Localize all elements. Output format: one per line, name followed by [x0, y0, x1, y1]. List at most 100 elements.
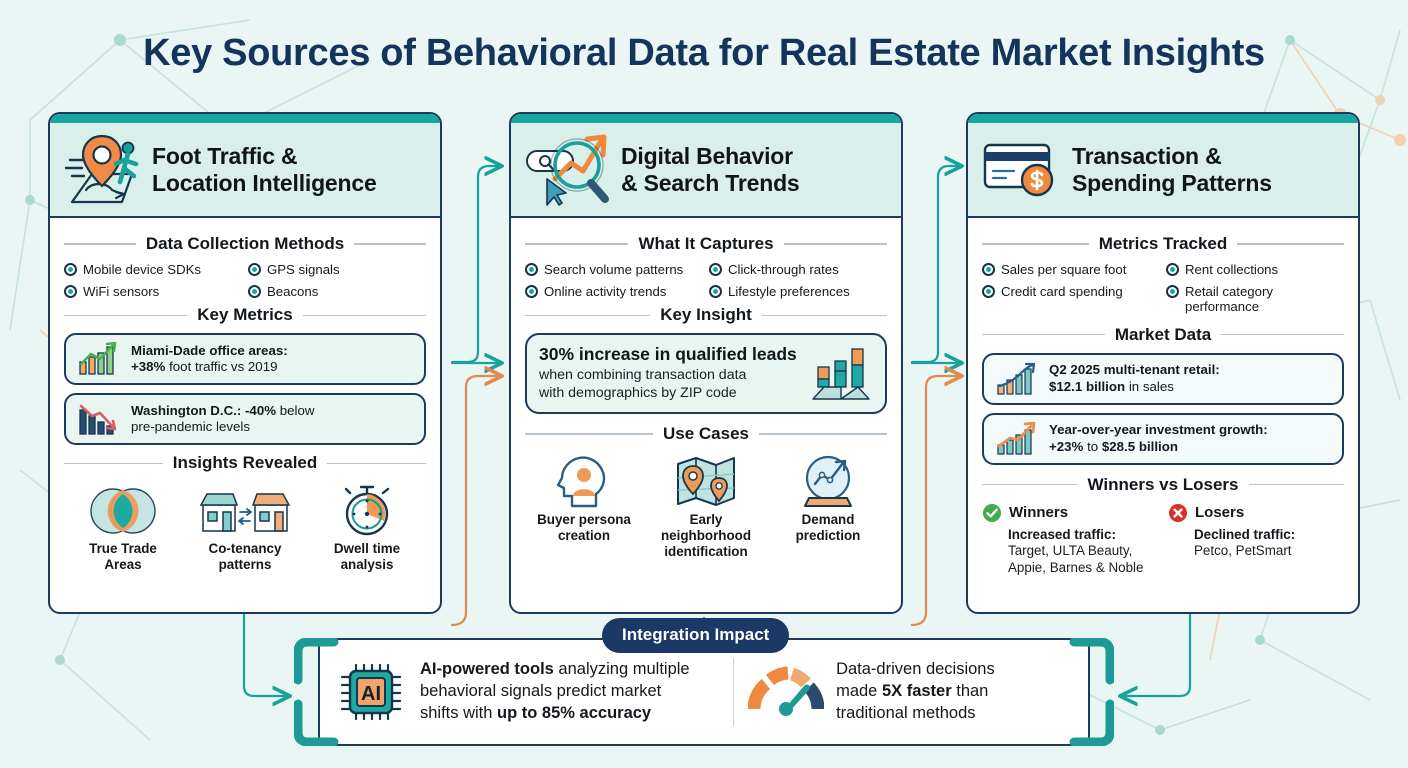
card-topbar: [511, 114, 901, 123]
card-title-line2: Location Intelligence: [152, 169, 377, 196]
map-pins-icon: [647, 452, 765, 508]
section-insights-revealed: Insights Revealed: [64, 453, 426, 473]
list-item-label: Lifestyle preferences: [728, 284, 850, 300]
key-insight-sub: when combining transaction data with dem…: [539, 367, 747, 402]
card-transaction-spending: Transaction & Spending Patterns Metrics …: [966, 112, 1360, 614]
losers-names: Petco, PetSmart: [1194, 543, 1292, 559]
section-what-it-captures: What It Captures: [525, 234, 887, 254]
metric-label: Q2 2025 multi-tenant retail:: [1049, 361, 1220, 377]
rule-right: [302, 314, 426, 317]
metric-label: Year-over-year investment growth:: [1049, 421, 1268, 437]
card-header-digital-behavior: Digital Behavior & Search Trends: [511, 123, 901, 218]
list-item-label: Click-through rates: [728, 262, 839, 277]
section-title: Data Collection Methods: [145, 234, 345, 253]
metric-card-q2-2025: Q2 2025 multi-tenant retail: $12.1 billi…: [982, 352, 1344, 405]
section-title: Market Data: [1114, 324, 1212, 344]
insight-co-tenancy-patterns: Co-tenancy patterns: [186, 481, 304, 573]
winners-header: Winners: [982, 503, 1158, 523]
list-item: Mobile device SDKs: [64, 262, 242, 277]
use-case-demand-prediction: Demand prediction: [769, 452, 887, 560]
location-pin-walking-icon: [64, 134, 142, 206]
section-title: Key Metrics: [197, 305, 293, 325]
bracket-left-decoration: [294, 638, 339, 746]
bullet-dot-icon: [248, 263, 261, 276]
credit-card-dollar-icon: [982, 138, 1062, 202]
accuracy-bold: up to 85% accuracy: [497, 703, 652, 722]
bullet-dot-icon: [248, 285, 261, 299]
rule-left: [64, 462, 163, 465]
card-body-foot-traffic: Data Collection Methods Mobile device SD…: [50, 218, 440, 584]
insight-dwell-time-analysis: Dwell time analysis: [308, 481, 426, 573]
ai-chip-icon: AI: [334, 655, 408, 729]
list-item: Beacons: [248, 284, 426, 299]
insight-label: True Trade Areas: [89, 541, 157, 573]
rule-left: [982, 243, 1089, 245]
key-insight-text: 30% increase in qualified leads when com…: [539, 344, 803, 403]
card-title-transaction: Transaction & Spending Patterns: [1072, 143, 1272, 197]
bar-chart-down-red-icon: [78, 402, 120, 436]
head-persona-icon: [525, 452, 643, 508]
vertical-divider: [732, 658, 735, 726]
card-body-digital-behavior: What It Captures Search volume patterns …: [511, 218, 901, 570]
card-title-line1: Digital Behavior: [621, 142, 793, 169]
list-item-label: Online activity trends: [544, 284, 667, 300]
section-title: Winners vs Losers: [1087, 474, 1239, 494]
bar-chart-up-green-icon: [78, 342, 120, 376]
metric-text-q2-2025: Q2 2025 multi-tenant retail: $12.1 billi…: [1049, 362, 1220, 395]
rule-left: [525, 433, 653, 435]
rule-right: [761, 314, 887, 317]
metric-text-miami-dade: Miami-Dade office areas: +38% foot traff…: [131, 343, 288, 376]
bracket-right-decoration: [1069, 638, 1114, 746]
list-item: WiFi sensors: [64, 284, 242, 299]
rule-right: [1248, 483, 1344, 486]
rule-left: [525, 314, 651, 317]
bar-chart-demographics-icon: [811, 345, 873, 403]
bullet-dot-icon: [525, 285, 538, 299]
list-item-label: Mobile device SDKs: [83, 262, 202, 277]
section-title: Use Cases: [663, 424, 750, 444]
rule-left: [525, 243, 629, 245]
rule-right: [1237, 243, 1345, 245]
integration-left-text: AI-powered tools analyzing multiple beha…: [420, 660, 690, 722]
list-item-label: Beacons: [267, 284, 319, 300]
bullet-dot-icon: [64, 285, 77, 299]
integration-left-half: AI AI-powered tools analyzing multiple b…: [320, 655, 733, 729]
bullet-dot-icon: [525, 263, 538, 276]
magnifier-trend-cursor-icon: [525, 133, 611, 207]
svg-text:AI: AI: [361, 683, 381, 705]
venn-circles-icon: [64, 481, 182, 537]
speedometer-gauge-icon: [748, 661, 825, 723]
use-case-label: Buyer persona creation: [537, 512, 631, 544]
list-item: Retail category performance: [1166, 284, 1344, 314]
list-item: Click-through rates: [709, 262, 887, 277]
section-title: Key Insight: [660, 305, 752, 325]
use-case-label: Demand prediction: [795, 512, 861, 544]
list-item: Credit card spending: [982, 284, 1160, 314]
metric-text-yoy-growth: Year-over-year investment growth: +23% t…: [1049, 422, 1268, 455]
bullet-dot-icon: [1166, 285, 1179, 299]
metric-card-yoy-growth: Year-over-year investment growth: +23% t…: [982, 412, 1344, 465]
crystal-ball-trend-icon: [769, 452, 887, 508]
stopwatch-icon: [308, 481, 426, 537]
page-title: Key Sources of Behavioral Data for Real …: [143, 32, 1265, 74]
integration-impact-panel: AI AI-powered tools analyzing multiple b…: [294, 618, 1114, 752]
winners-subtitle: Increased traffic:: [1008, 526, 1116, 542]
card-header-transaction: Transaction & Spending Patterns: [968, 123, 1358, 218]
bullet-dot-icon: [982, 263, 995, 276]
list-item-label: GPS signals: [267, 262, 340, 277]
bullet-dot-icon: [64, 263, 77, 276]
card-title-line1: Foot Traffic &: [152, 142, 298, 169]
winners-title: Winners: [1009, 504, 1069, 522]
check-circle-icon: [982, 503, 1002, 523]
rule-right: [759, 433, 888, 435]
x-circle-icon: [1168, 503, 1188, 523]
insight-label: Dwell time analysis: [333, 541, 401, 573]
key-insight-headline: 30% increase in qualified leads: [539, 344, 797, 365]
rule-left: [64, 243, 136, 245]
rule-left: [982, 333, 1105, 336]
use-case-label: Early neighborhood identification: [661, 512, 751, 560]
metric-value: -40%: [245, 402, 277, 418]
bullet-dot-icon: [1166, 263, 1179, 276]
list-item-label: Credit card spending: [1001, 284, 1123, 300]
card-title-line2: & Search Trends: [621, 169, 800, 196]
